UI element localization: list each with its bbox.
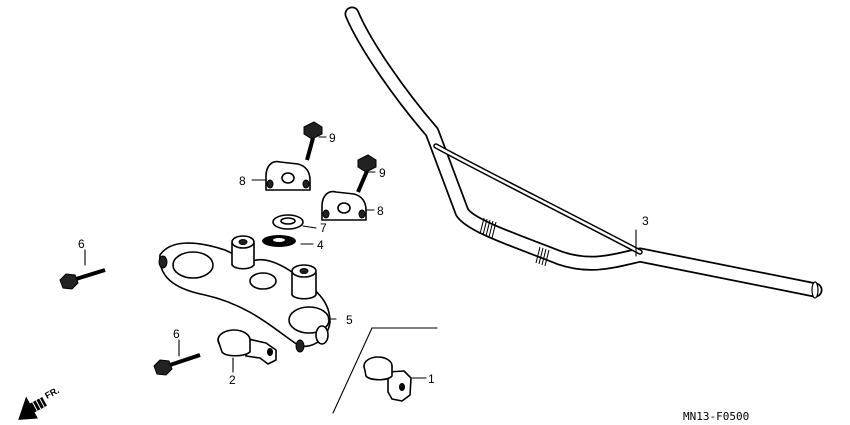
flange-bolt-part-6-upper (59, 268, 106, 290)
washer-part-4 (262, 235, 296, 247)
callout-4: 4 (317, 238, 324, 252)
callout-labels: 1 2 3 4 5 6 6 7 8 8 9 9 (78, 131, 649, 387)
callout-5: 5 (346, 313, 353, 327)
cushion-part-7 (272, 214, 304, 230)
callout-1: 1 (428, 372, 435, 386)
diagram-code: MN13-F0500 (683, 410, 749, 423)
callout-8-right: 8 (377, 204, 384, 218)
clamp-part-2 (217, 329, 277, 365)
callout-7: 7 (320, 221, 327, 235)
front-arrow-icon (18, 396, 47, 420)
callout-8-left: 8 (239, 174, 246, 188)
leader-lines (84, 136, 637, 379)
bolt-part-9-left (303, 121, 323, 161)
front-direction-indicator: FR. (18, 385, 61, 420)
flange-bolt-part-6-lower (153, 353, 201, 376)
callout-9-lower: 9 (379, 166, 386, 180)
bolt-part-9-right (356, 154, 377, 193)
handlebar-part-3 (344, 6, 823, 299)
callout-2: 2 (229, 373, 236, 387)
upper-holder-part-8-left (265, 160, 311, 191)
clamp-part-1 (363, 356, 412, 402)
upper-holder-part-8-right (321, 190, 367, 221)
front-label: FR. (43, 385, 60, 401)
inset-separator (332, 327, 438, 414)
fork-crown-part-5 (158, 235, 331, 353)
callout-9-upper: 9 (329, 131, 336, 145)
callout-6-lower: 6 (173, 327, 180, 341)
callout-3: 3 (642, 214, 649, 228)
callout-6-upper: 6 (78, 237, 85, 251)
